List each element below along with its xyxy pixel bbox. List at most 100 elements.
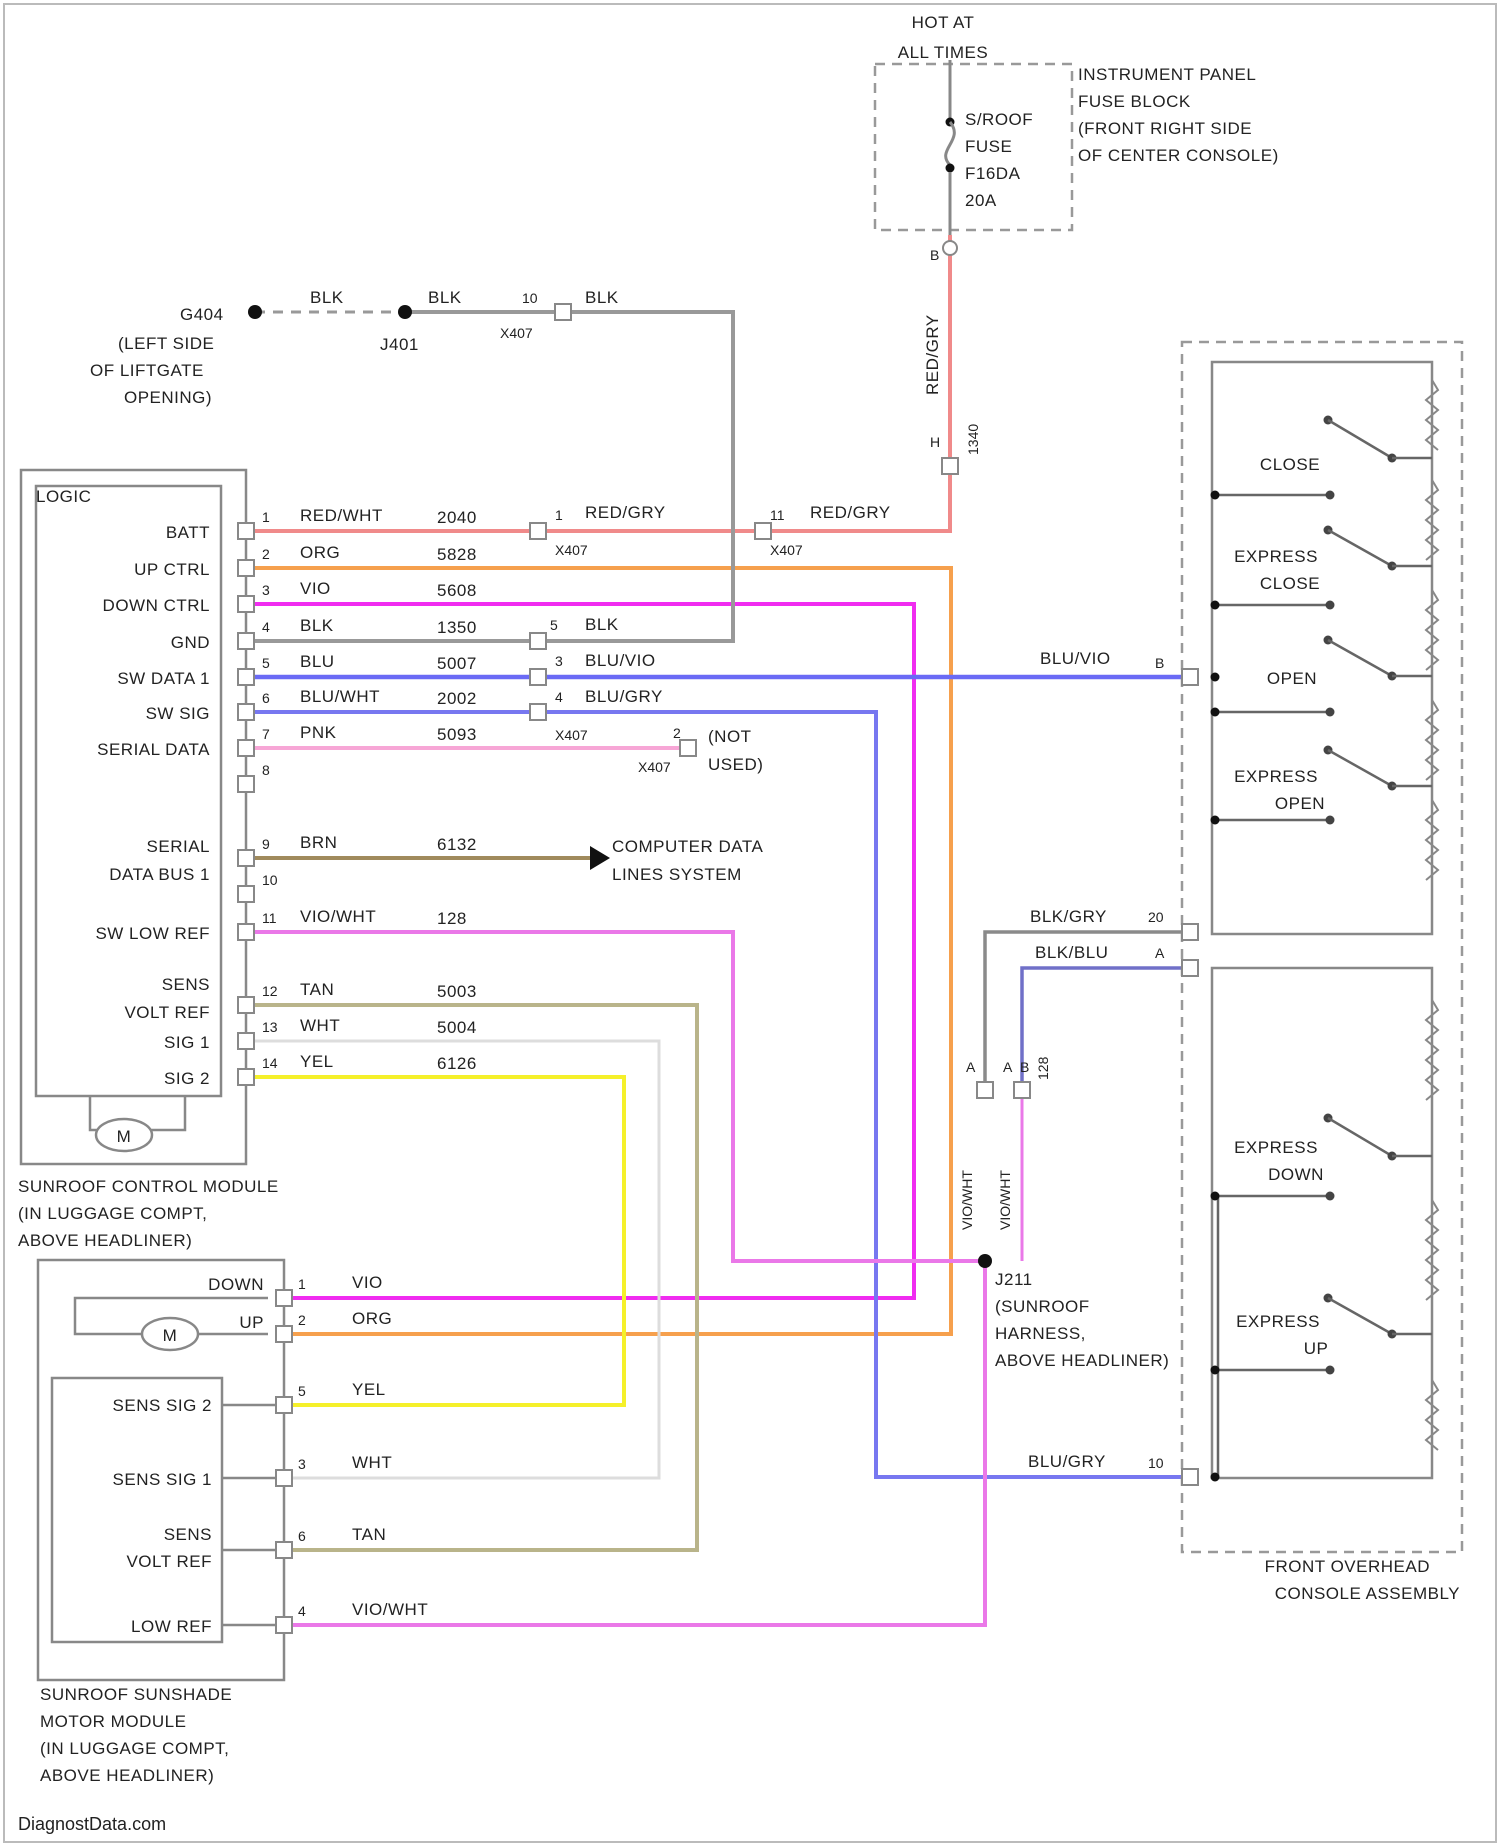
fuse-block-line-1: INSTRUMENT PANEL <box>1078 65 1256 84</box>
module-title-2: (IN LUGGAGE COMPT, <box>18 1204 207 1223</box>
module-title-1: SUNROOF CONTROL MODULE <box>18 1177 279 1196</box>
module-wire-color: RED/WHT <box>300 506 383 525</box>
module-wire-number: 5093 <box>437 725 477 744</box>
ground-pin-10: 10 <box>522 290 538 306</box>
module-pin-serial: SERIAL <box>147 837 210 856</box>
arrow-bus <box>590 846 610 870</box>
module-pin-data-bus: DATA BUS 1 <box>109 865 210 884</box>
motor-module-title-1: SUNROOF SUNSHADE <box>40 1685 232 1704</box>
module-wire-color: PNK <box>300 723 337 742</box>
g404-line-2: OF LIFTGATE <box>90 361 204 380</box>
module-wire-color: BLU <box>300 652 335 671</box>
fuse-terminal-b <box>943 241 957 255</box>
module-pin-sig1: SIG 1 <box>164 1033 210 1052</box>
x407-label-a: X407 <box>555 542 588 558</box>
cdl-line-2: LINES SYSTEM <box>612 865 742 884</box>
module-pin-terminal <box>238 850 254 866</box>
motor-module-pin-number: 1 <box>298 1276 306 1292</box>
module-pin-number: 12 <box>262 983 278 999</box>
x407-pin-4: 4 <box>555 689 563 705</box>
module-pin-volt-ref: VOLT REF <box>124 1003 210 1022</box>
module-pin-terminal <box>238 560 254 576</box>
motor-module-terminal <box>276 1326 292 1342</box>
switch-blade <box>1328 1118 1392 1156</box>
module-wire-number: 2002 <box>437 689 477 708</box>
module-logic-label: LOGIC <box>36 487 91 506</box>
x407-blk: BLK <box>585 615 619 634</box>
splice-label: J211 <box>995 1270 1033 1289</box>
module-title-3: ABOVE HEADLINER) <box>18 1231 192 1250</box>
motor-module-pin-number: 4 <box>298 1603 306 1619</box>
console-terminal-a <box>1182 960 1198 976</box>
motor-module-sens-sig1: SENS SIG 1 <box>113 1470 212 1489</box>
module-pin-terminal <box>238 776 254 792</box>
switch-blade <box>1328 1298 1392 1334</box>
motor-module-low-ref: LOW REF <box>131 1617 212 1636</box>
switch-express-down-2: DOWN <box>1268 1165 1324 1184</box>
motor-module-terminal <box>276 1542 292 1558</box>
fuse-contact-bottom <box>946 164 955 173</box>
hot-line-1: HOT AT <box>912 13 975 32</box>
switch-bus-node <box>1211 491 1220 500</box>
module-wire-number: 2040 <box>437 508 477 527</box>
module-pin-terminal <box>238 704 254 720</box>
wire-violet-down <box>246 604 914 1298</box>
console-blu-gry: BLU/GRY <box>1028 1452 1106 1471</box>
console-title-1: FRONT OVERHEAD <box>1265 1557 1430 1576</box>
j401-label: J401 <box>380 335 419 354</box>
connector-h <box>942 458 958 474</box>
module-wire-number: 128 <box>437 909 467 928</box>
x407-pin-11: 11 <box>770 507 785 523</box>
x407-pin-2: 2 <box>673 725 681 741</box>
switch-blade <box>1328 640 1392 676</box>
module-pin-terminal <box>238 523 254 539</box>
motor-module-sens: SENS <box>164 1525 212 1544</box>
motor-module-pin-number: 3 <box>298 1456 306 1472</box>
motor-module-down: DOWN <box>208 1275 264 1294</box>
console-upper-box <box>1212 362 1432 934</box>
switch-open: OPEN <box>1267 669 1317 688</box>
wires <box>246 235 1190 1625</box>
switch-express-close-1: EXPRESS <box>1234 547 1318 566</box>
wire-orange-up <box>246 568 951 1334</box>
sunshade-motor-module: M DOWN UP SENS SIG 2 SENS SIG 1 SENS VOL… <box>38 1260 284 1785</box>
splice-line-2: HARNESS, <box>995 1324 1086 1343</box>
switch-blade <box>1328 530 1392 566</box>
motor-module-sensor-box <box>52 1378 222 1642</box>
module-pin-number: 5 <box>262 655 270 671</box>
console-blk-gry: BLK/GRY <box>1030 907 1107 926</box>
module-pin-terminal <box>238 886 254 902</box>
splice-pin-b: B <box>1020 1059 1029 1075</box>
g404-label: G404 <box>180 305 224 324</box>
module-pin-terminal <box>238 633 254 649</box>
splice-node <box>978 1254 992 1268</box>
fuse-block: HOT AT ALL TIMES S/ROOF FUSE F16DA 20A I… <box>875 13 1279 474</box>
x407-terminal-11 <box>755 523 771 539</box>
red-riser-number: 1340 <box>965 424 981 455</box>
hot-line-2: ALL TIMES <box>898 43 988 62</box>
switch-bus-contact <box>1326 1192 1335 1201</box>
splice-wire-128: 128 <box>1035 1056 1051 1080</box>
switch-express-up-1: EXPRESS <box>1236 1312 1320 1331</box>
wire-vio-wht-motor <box>290 1261 985 1625</box>
module-wire-number: 5828 <box>437 545 477 564</box>
module-pin-number: 6 <box>262 690 270 706</box>
console-pin-20: 20 <box>1148 909 1164 925</box>
module-wire-color: YEL <box>300 1052 334 1071</box>
module-pin-sens: SENS <box>162 975 210 994</box>
module-wire-number: 6132 <box>437 835 477 854</box>
console-input-node <box>1211 1473 1220 1482</box>
switch-express-up-2: UP <box>1304 1339 1329 1358</box>
motor-module-title-4: ABOVE HEADLINER) <box>40 1766 214 1785</box>
switch-close: CLOSE <box>1260 455 1320 474</box>
x407-not-used-1: (NOT <box>708 727 752 746</box>
module-pin-down-ctrl: DOWN CTRL <box>103 596 210 615</box>
module-pin-number: 9 <box>262 836 270 852</box>
x407-connectors: 1 RED/GRY X407 11 RED/GRY X407 5 BLK 3 B… <box>530 503 891 884</box>
motor-module-terminal <box>276 1470 292 1486</box>
x407-terminal-4 <box>530 704 546 720</box>
module-pin-terminal <box>238 924 254 940</box>
console-pin-10: 10 <box>1148 1455 1164 1471</box>
motor-module-volt-ref: VOLT REF <box>126 1552 212 1571</box>
